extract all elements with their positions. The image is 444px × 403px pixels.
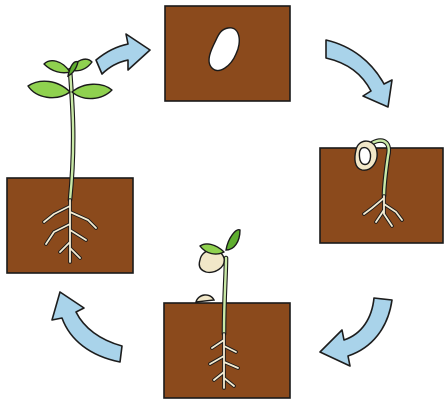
clockwise-arrow-icon <box>96 34 150 74</box>
arrow-sprout-to-seedling <box>52 292 122 362</box>
clockwise-arrow-icon <box>52 292 122 362</box>
soil-block-germination <box>320 148 443 243</box>
stage-germination <box>320 141 443 243</box>
clockwise-arrow-icon <box>326 40 392 107</box>
arrow-seed-to-germination <box>326 40 392 107</box>
stage-seed <box>165 6 290 101</box>
stage-sprout <box>164 230 290 398</box>
stage-seedling <box>7 59 133 273</box>
clockwise-arrow-icon <box>320 298 392 366</box>
arrow-seedling-to-seed <box>96 34 150 74</box>
arrow-germination-to-sprout <box>320 298 392 366</box>
soil-block-sprout <box>164 303 290 398</box>
